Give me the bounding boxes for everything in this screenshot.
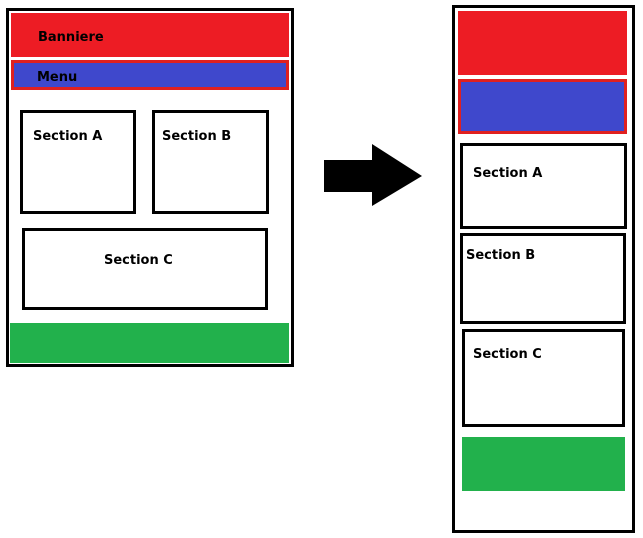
before-section-a-label: Section A xyxy=(33,129,103,144)
after-section-b: Section B xyxy=(460,233,626,324)
before-menu-label: Menu xyxy=(37,70,78,85)
after-section-b-label: Section B xyxy=(466,248,536,263)
after-menu xyxy=(458,79,627,134)
before-section-b: Section B xyxy=(152,110,269,214)
after-footer xyxy=(462,437,625,491)
after-section-a-label: Section A xyxy=(473,166,543,181)
before-section-c: Section C xyxy=(22,228,268,310)
before-menu: Menu xyxy=(11,60,289,90)
before-footer xyxy=(10,323,289,363)
after-section-c-label: Section C xyxy=(473,347,542,362)
after-banner xyxy=(458,11,627,75)
before-section-c-label: Section C xyxy=(104,253,173,268)
right-arrow-icon xyxy=(324,144,422,206)
before-section-a: Section A xyxy=(20,110,136,214)
before-section-b-label: Section B xyxy=(162,129,232,144)
arrow-shape xyxy=(324,144,422,206)
after-section-a: Section A xyxy=(460,143,627,229)
before-banner: Banniere xyxy=(11,13,289,57)
after-section-c: Section C xyxy=(462,329,625,427)
before-banner-label: Banniere xyxy=(38,30,104,45)
